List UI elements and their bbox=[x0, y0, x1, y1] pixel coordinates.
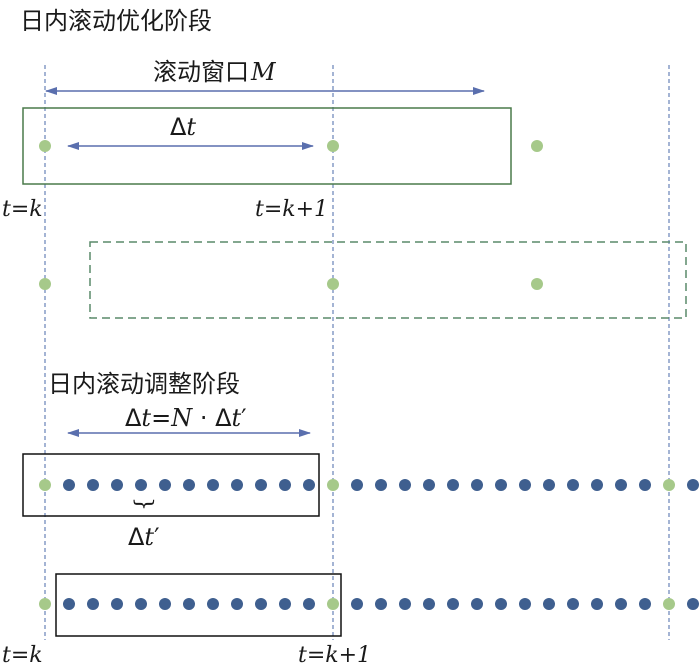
sub-step-point bbox=[615, 598, 627, 610]
step-point bbox=[327, 479, 339, 491]
formula-label: Δt=N · Δt′ bbox=[125, 404, 247, 432]
sub-step-point bbox=[351, 598, 363, 610]
row2-dots bbox=[39, 598, 699, 610]
dt-label: Δt bbox=[170, 113, 196, 141]
sub-step-point bbox=[135, 479, 147, 491]
brace: } bbox=[131, 497, 156, 511]
sub-step-point bbox=[255, 598, 267, 610]
sub-step-point bbox=[495, 598, 507, 610]
adjust-box-1 bbox=[22, 453, 320, 517]
sub-step-point bbox=[207, 479, 219, 491]
sub-step-point bbox=[183, 598, 195, 610]
sub-step-point bbox=[63, 598, 75, 610]
section2-title: 日内滚动调整阶段 bbox=[48, 370, 240, 398]
t-k1-label-bottom: t=k+1 bbox=[298, 643, 371, 668]
window-label: 滚动窗口M bbox=[153, 58, 277, 86]
sub-step-point bbox=[111, 598, 123, 610]
sub-step-point bbox=[615, 479, 627, 491]
sub-step-point bbox=[423, 479, 435, 491]
sub-step-point bbox=[687, 479, 699, 491]
sub-step-point bbox=[111, 479, 123, 491]
sub-step-point bbox=[135, 598, 147, 610]
sub-step-point bbox=[567, 479, 579, 491]
adjust-box-2 bbox=[55, 573, 342, 637]
window-box-2-dashed bbox=[89, 241, 687, 319]
row1-dots bbox=[39, 479, 699, 491]
sub-step-point bbox=[519, 598, 531, 610]
sub-step-point bbox=[63, 479, 75, 491]
sub-step-point bbox=[639, 479, 651, 491]
step-point bbox=[327, 598, 339, 610]
t-k-label-bottom: t=k bbox=[2, 643, 43, 668]
sub-step-point bbox=[207, 598, 219, 610]
sub-step-point bbox=[639, 598, 651, 610]
sub-step-point bbox=[279, 598, 291, 610]
t-k-label-top: t=k bbox=[2, 197, 43, 222]
window-box-1 bbox=[22, 107, 512, 185]
step-point bbox=[39, 140, 51, 152]
sub-step-point bbox=[591, 479, 603, 491]
sub-step-point bbox=[543, 479, 555, 491]
sub-step-point bbox=[447, 598, 459, 610]
sub-step-point bbox=[519, 479, 531, 491]
sub-step-point bbox=[687, 598, 699, 610]
step-point bbox=[531, 278, 543, 290]
sub-step-point bbox=[303, 479, 315, 491]
step-point bbox=[39, 479, 51, 491]
step-point bbox=[327, 140, 339, 152]
sub-step-point bbox=[87, 598, 99, 610]
sub-step-point bbox=[159, 598, 171, 610]
sub-step-point bbox=[543, 598, 555, 610]
sub-step-point bbox=[591, 598, 603, 610]
sub-step-point bbox=[423, 598, 435, 610]
sub-step-point bbox=[87, 479, 99, 491]
sub-step-point bbox=[471, 598, 483, 610]
sub-step-point bbox=[375, 598, 387, 610]
small-dt-label: Δt′ bbox=[128, 523, 160, 551]
sub-step-point bbox=[255, 479, 267, 491]
sub-step-point bbox=[159, 479, 171, 491]
t-k1-label-top: t=k+1 bbox=[255, 197, 328, 222]
step-point bbox=[663, 598, 675, 610]
step-point bbox=[531, 140, 543, 152]
sub-step-point bbox=[447, 479, 459, 491]
sub-step-point bbox=[183, 479, 195, 491]
sub-step-point bbox=[279, 479, 291, 491]
step-point bbox=[39, 278, 51, 290]
sub-step-point bbox=[567, 598, 579, 610]
sub-step-point bbox=[351, 479, 363, 491]
step-point bbox=[327, 278, 339, 290]
section1-title: 日内滚动优化阶段 bbox=[20, 7, 212, 35]
sub-step-point bbox=[375, 479, 387, 491]
sub-step-point bbox=[399, 479, 411, 491]
sub-step-point bbox=[471, 479, 483, 491]
sub-step-point bbox=[495, 479, 507, 491]
step-point bbox=[663, 479, 675, 491]
step-point bbox=[39, 598, 51, 610]
sub-step-point bbox=[399, 598, 411, 610]
sub-step-point bbox=[231, 479, 243, 491]
sub-step-point bbox=[303, 598, 315, 610]
sub-step-point bbox=[231, 598, 243, 610]
